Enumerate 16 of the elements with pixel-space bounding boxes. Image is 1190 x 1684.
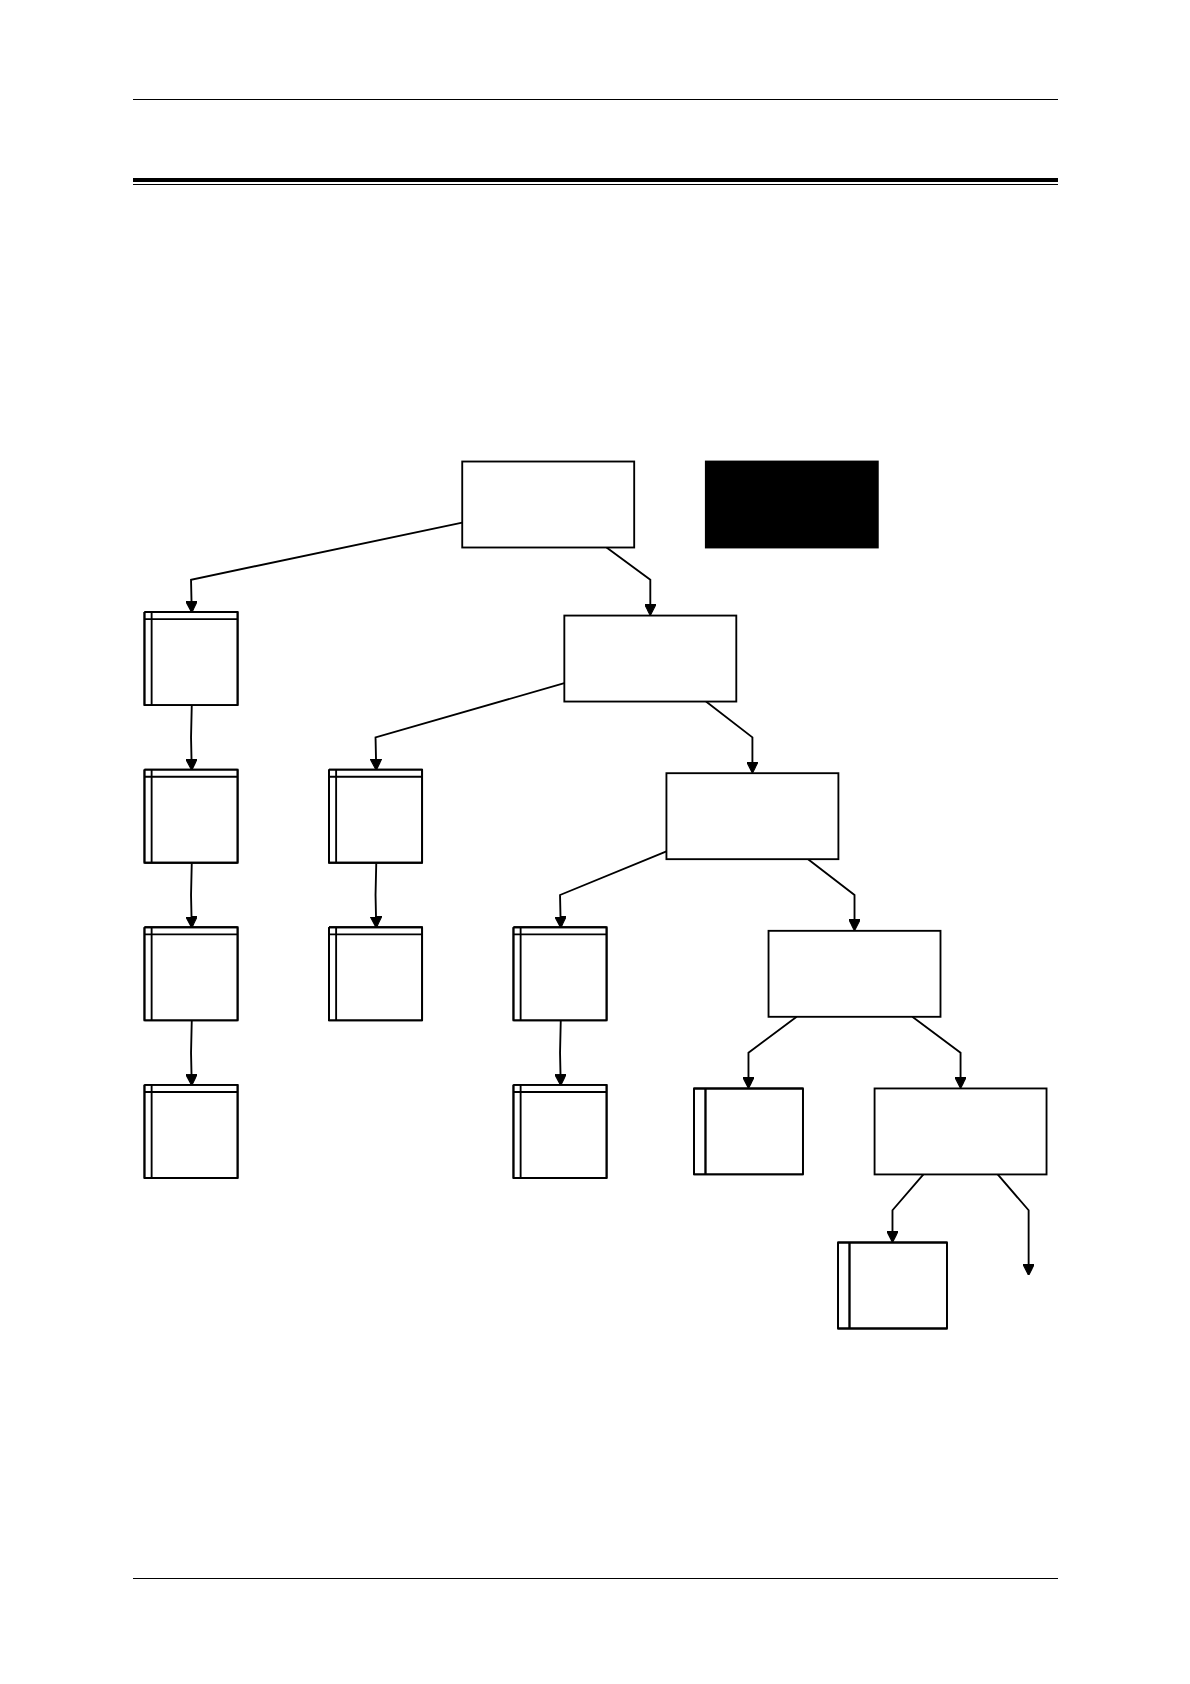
node-box (461, 460, 636, 549)
arrow (807, 858, 861, 932)
arrow (742, 1015, 798, 1090)
arrow (886, 1173, 925, 1244)
node-box (873, 1087, 1048, 1176)
arrow (605, 546, 657, 617)
node-box (665, 772, 840, 861)
node-box (767, 929, 942, 1018)
arrow (911, 1015, 967, 1090)
node-bar (704, 460, 879, 549)
node-box (563, 614, 738, 703)
arrow (996, 1173, 1035, 1277)
arrow (369, 862, 383, 929)
arrow (185, 862, 198, 929)
arrow (705, 700, 759, 774)
arrow (185, 704, 198, 771)
